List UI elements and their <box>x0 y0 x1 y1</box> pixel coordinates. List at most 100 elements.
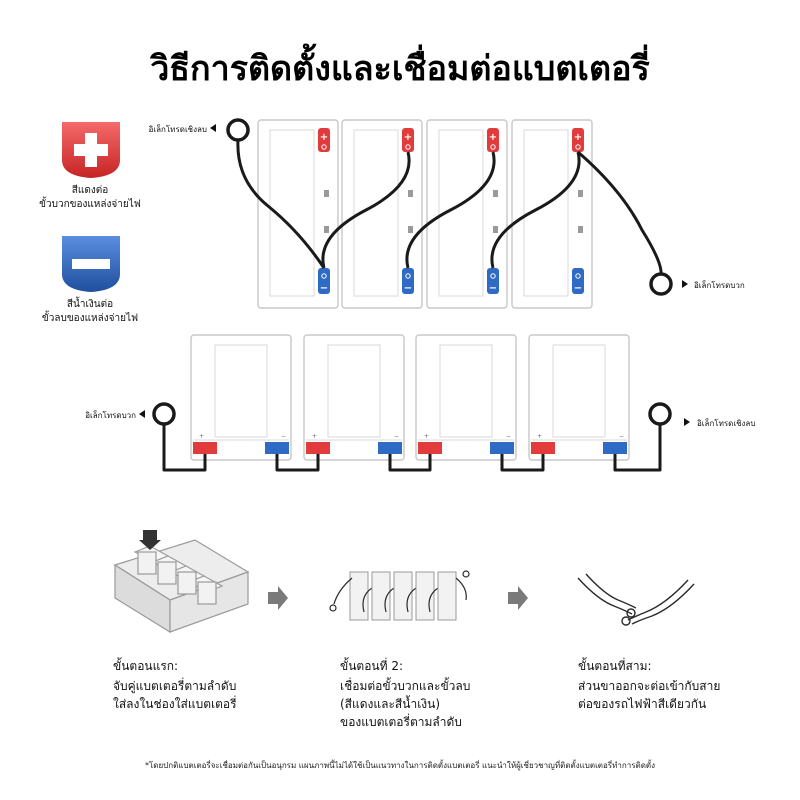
battery-label-panel <box>327 344 381 438</box>
step-2: ขั้นตอนที่ 2: เชื่อมต่อขั้วบวกและขั้วลบ … <box>340 657 470 729</box>
battery-label-panel <box>438 129 484 297</box>
positive-terminal <box>193 442 217 454</box>
top-battery: +− <box>511 119 593 309</box>
top-positive-electrode: อิเล็กโทรดบวก <box>649 272 745 296</box>
output-cable <box>577 150 663 275</box>
step-1: ขั้นตอนแรก: จับคู่แบตเตอรี่ตามลำดับ ใส่ล… <box>113 657 237 711</box>
battery-body <box>303 334 405 461</box>
arrow-left-icon <box>139 410 145 418</box>
series-cable <box>500 454 545 472</box>
positive-terminal-body <box>402 128 414 152</box>
step-arrow-icon <box>508 586 528 610</box>
plus-icon: + <box>320 132 328 143</box>
battery-body <box>341 119 423 309</box>
negative-terminal-body <box>572 268 584 294</box>
positive-terminal-body <box>572 128 584 152</box>
step-2-line: เชื่อมต่อขั้วบวกและขั้วลบ <box>340 677 470 693</box>
battery-clip <box>493 190 498 197</box>
top-negative-electrode-label: อิเล็กโทรดเชิงลบ <box>148 124 207 134</box>
top-positive-electrode-label: อิเล็กโทรดบวก <box>694 280 745 290</box>
bottom-battery: +− <box>190 334 292 461</box>
step-1-line: จับคู่แบตเตอรี่ตามลำดับ <box>113 677 236 694</box>
negative-terminal <box>265 442 289 454</box>
battery-label-panel <box>552 344 606 438</box>
legend-negative-line2: ขั้วลบของแหล่งจ่ายไฟ <box>42 310 138 324</box>
top-battery: +− <box>426 119 508 309</box>
negative-terminal: − <box>572 268 584 294</box>
terminal-bolt-icon <box>321 144 327 150</box>
terminal-bolt-icon <box>405 144 411 150</box>
positive-terminal <box>306 442 330 454</box>
terminal-bolt-icon <box>575 273 581 279</box>
top-battery: +− <box>341 119 423 309</box>
series-cable <box>388 454 432 472</box>
battery-clip <box>324 190 329 197</box>
arrow-right-icon <box>684 418 690 426</box>
plus-icon: + <box>312 433 317 440</box>
terminal-bolt-icon <box>490 273 496 279</box>
cable-ring-icon <box>152 402 176 426</box>
mini-cable <box>455 577 467 601</box>
positive-terminal: + <box>402 128 414 152</box>
legend-negative-line1: สีน้ำเงินต่อ <box>67 296 113 310</box>
arrow-right-icon <box>682 280 688 288</box>
output-cables-illustration <box>577 573 695 626</box>
battery-clip <box>324 226 329 233</box>
negative-terminal <box>490 442 514 454</box>
plus-icon: + <box>537 433 542 440</box>
legend-positive: สีแดงต่อ ขั้วบวกของแหล่งจ่ายไฟ <box>39 122 141 210</box>
step-2-line: ของแบตเตอรี่ตามลำดับ <box>340 713 462 729</box>
plus-icon: + <box>199 433 204 440</box>
battery-body <box>511 119 593 309</box>
top-battery-diagram: +−+−+−+− อิเล็กโทรดเชิงลบ อิเล็กโทรดบวก <box>148 118 745 309</box>
legend-positive-line1: สีแดงต่อ <box>72 184 108 196</box>
battery-body <box>415 334 517 461</box>
series-cable <box>490 151 581 269</box>
battery-label-panel <box>269 129 315 297</box>
terminal-bolt-icon <box>321 273 327 279</box>
bottom-negative-electrode: อิเล็กโทรดเชิงลบ <box>648 402 755 428</box>
legend: สีแดงต่อ ขั้วบวกของแหล่งจ่ายไฟ สีน้ำเงิน… <box>39 122 141 324</box>
bottom-positive-electrode: อิเล็กโทรดบวก <box>85 402 176 426</box>
minus-icon: − <box>404 283 412 294</box>
negative-terminal-body <box>487 268 499 294</box>
cable-ring-icon <box>649 272 673 296</box>
minus-icon: − <box>320 283 328 294</box>
minus-icon: − <box>574 283 582 294</box>
battery-clip <box>408 190 413 197</box>
negative-terminal: − <box>487 268 499 294</box>
battery-clip <box>493 226 498 233</box>
battery-body <box>426 119 508 309</box>
steps-illustrations <box>113 530 695 634</box>
arrow-down-icon <box>143 530 157 540</box>
negative-terminal <box>603 442 627 454</box>
plus-icon: + <box>574 132 582 143</box>
negative-terminal-body <box>402 268 414 294</box>
minus-icon: − <box>394 433 399 440</box>
positive-terminal <box>531 442 555 454</box>
legend-positive-line2: ขั้วบวกของแหล่งจ่ายไฟ <box>39 196 141 210</box>
cable-ring-icon <box>226 118 250 142</box>
step-3-line: ส่วนขาออกจะต่อเข้ากับสาย <box>578 679 720 693</box>
step-2-heading: ขั้นตอนที่ 2: <box>340 657 403 673</box>
bottom-battery: +− <box>415 334 517 461</box>
top-negative-electrode: อิเล็กโทรดเชิงลบ <box>148 118 250 142</box>
top-battery: +− <box>257 119 339 309</box>
battery-label-panel <box>523 129 569 297</box>
terminal-bolt-icon <box>405 273 411 279</box>
cable-ring-icon <box>648 402 672 426</box>
bottom-positive-electrode-label: อิเล็กโทรดบวก <box>85 410 136 420</box>
mini-battery <box>437 571 457 621</box>
footnote: *โดยปกติแบตเตอรี่จะเชื่อมต่อกันเป็นอนุกร… <box>145 759 655 771</box>
cable-ring-icon <box>462 570 470 578</box>
battery-clip <box>408 226 413 233</box>
step-3-heading: ขั้นตอนที่สาม: <box>578 657 652 673</box>
step-2-line: (สีแดงและสีน้ำเงิน) <box>340 695 440 711</box>
minus-icon: − <box>619 433 624 440</box>
positive-terminal-body <box>487 128 499 152</box>
mini-wiring-illustration <box>329 570 470 621</box>
terminal-bolt-icon <box>575 144 581 150</box>
battery-clip <box>578 226 583 233</box>
plus-icon: + <box>424 433 429 440</box>
